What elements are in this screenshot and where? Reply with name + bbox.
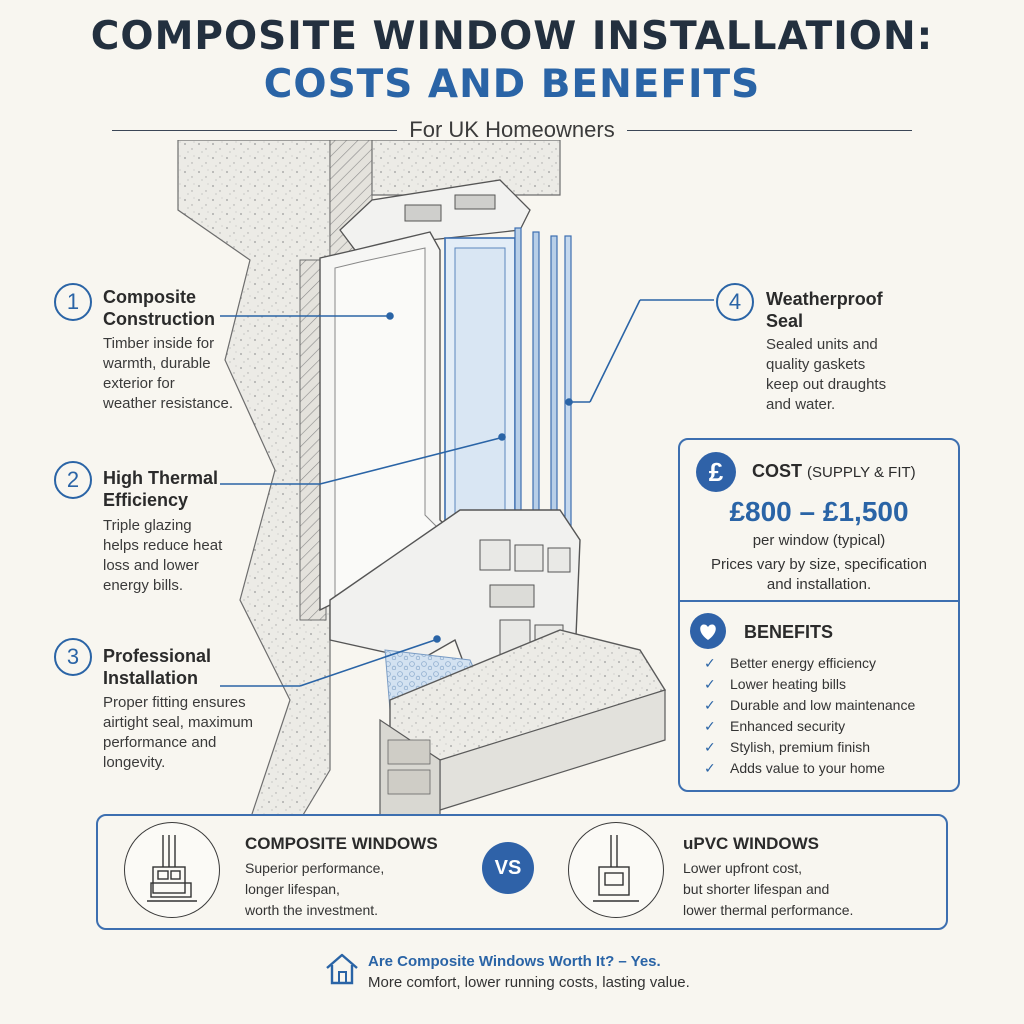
feature-2-number: 2 [54, 461, 92, 499]
cost-heading: COST (SUPPLY & FIT) [752, 461, 916, 481]
check-icon: ✓ [704, 718, 716, 734]
check-icon: ✓ [704, 655, 716, 671]
composite-title: COMPOSITE WINDOWS [245, 834, 438, 853]
panel-divider [680, 600, 958, 602]
page-title-line2: COSTS AND BENEFITS [263, 62, 761, 107]
pound-icon: £ [696, 452, 736, 492]
window-cross-section-illustration [177, 140, 714, 820]
footer-answer: More comfort, lower running costs, lasti… [368, 974, 690, 991]
check-icon: ✓ [704, 697, 716, 713]
feature-4-number: 4 [716, 283, 754, 321]
check-icon: ✓ [704, 676, 716, 692]
upvc-description: Lower upfront cost,but shorter lifespan … [683, 860, 854, 918]
heart-icon [690, 613, 726, 649]
cost-note-line1: Prices vary by size, specification [711, 556, 927, 573]
list-item: ✓Better energy efficiency [704, 653, 915, 674]
check-icon: ✓ [704, 739, 716, 755]
list-item: ✓Enhanced security [704, 716, 915, 737]
cost-note-line2: and installation. [766, 576, 872, 593]
feature-1-number: 1 [54, 283, 92, 321]
house-icon [324, 952, 360, 986]
list-item: ✓Lower heating bills [704, 674, 915, 695]
cost-price: £800 – £1,500 [729, 496, 909, 527]
list-item: ✓Stylish, premium finish [704, 737, 915, 758]
feature-3-number: 3 [54, 638, 92, 676]
footer-question: Are Composite Windows Worth It? – Yes. [368, 953, 661, 970]
list-item: ✓Adds value to your home [704, 758, 915, 779]
list-item: ✓Durable and low maintenance [704, 695, 915, 716]
page-title-line1: COMPOSITE WINDOW INSTALLATION: [90, 14, 934, 59]
benefits-heading: BENEFITS [744, 622, 834, 642]
window-section-icon [568, 822, 664, 918]
vs-badge: VS [482, 842, 534, 894]
check-icon: ✓ [704, 760, 716, 776]
benefits-list: ✓Better energy efficiency ✓Lower heating… [704, 653, 915, 779]
page-subtitle: For UK Homeowners [0, 117, 1024, 143]
cost-unit: per window (typical) [752, 532, 886, 549]
composite-description: Superior performance,longer lifespan,wor… [245, 860, 385, 918]
upvc-title: uPVC WINDOWS [683, 834, 819, 853]
window-section-icon [124, 822, 220, 918]
cost-benefits-panel [678, 438, 960, 792]
